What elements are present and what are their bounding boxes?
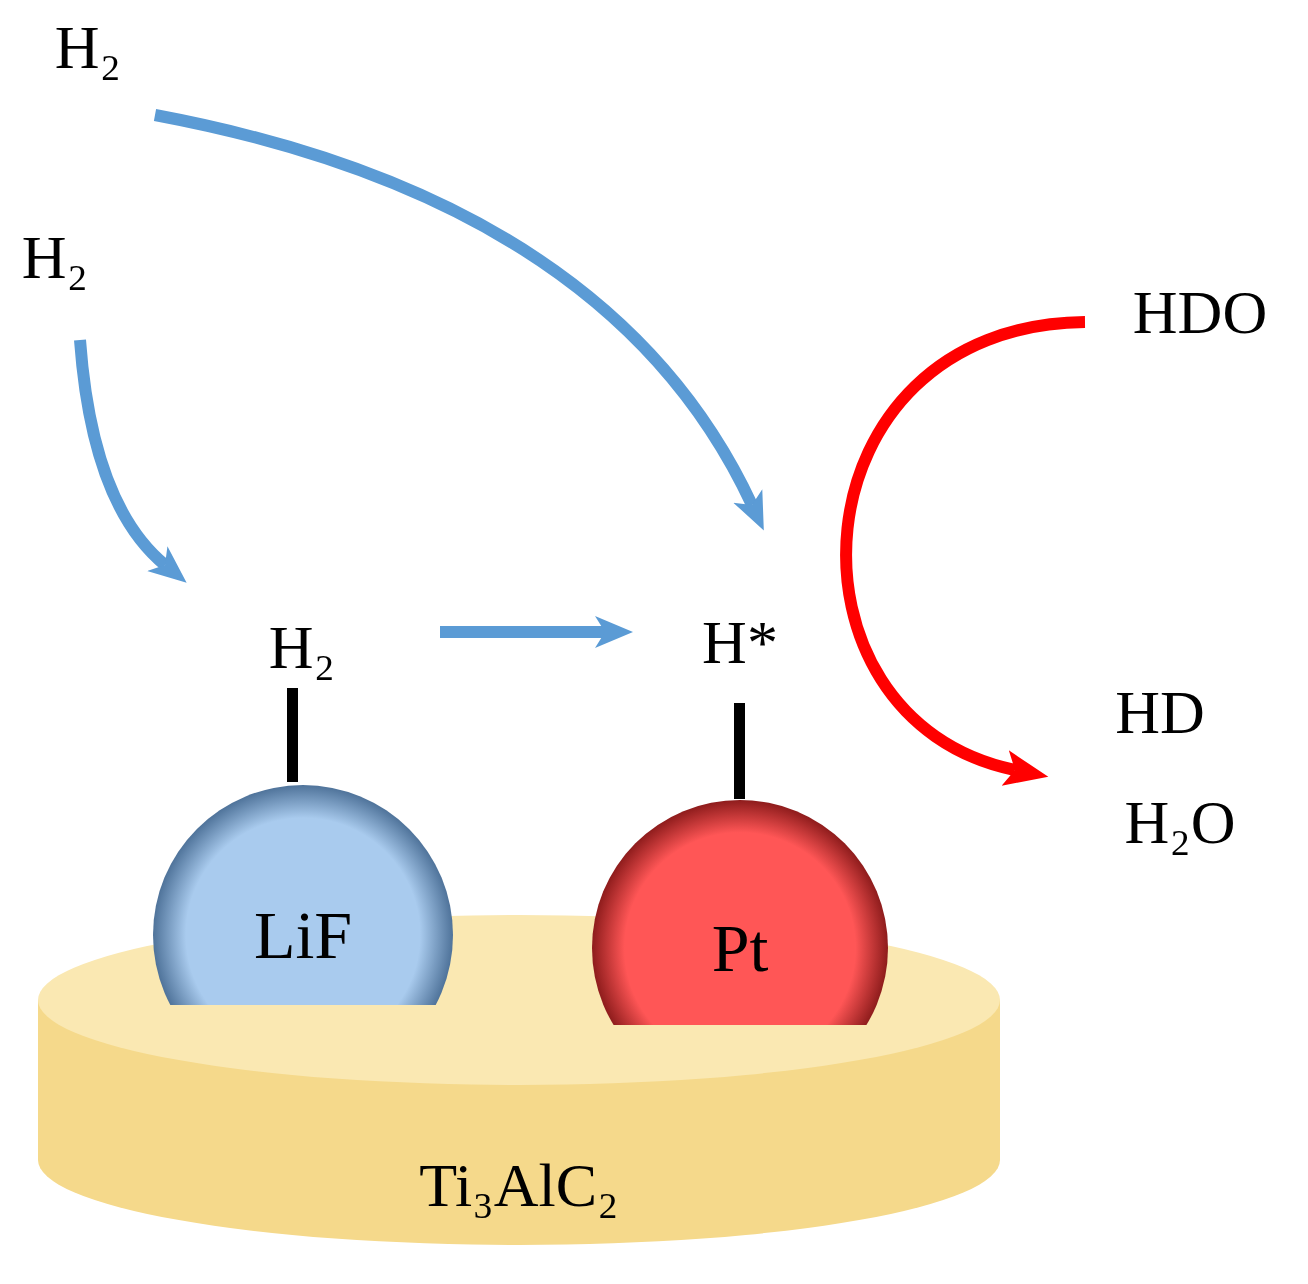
exchange-arrow (846, 322, 1085, 770)
adsorbed-molecule: H₂ (269, 616, 335, 678)
spillover-arrow (440, 626, 605, 638)
particle-sphere (153, 785, 453, 1005)
product: H₂O (1124, 791, 1235, 853)
lif-particle: LiF (150, 782, 456, 1008)
product: HD (1115, 681, 1205, 743)
node-label: LiF (254, 901, 352, 969)
gas-molecule: H₂ (22, 226, 88, 288)
adsorption-bond (734, 703, 745, 799)
adsorption-arrow (80, 340, 165, 565)
node-label: Ti₃AlC₂ (419, 1154, 619, 1216)
particle-sphere (592, 800, 888, 1025)
reactant: HDO (1133, 281, 1267, 343)
adsorption-arrow (155, 115, 752, 505)
pt-particle: Pt (589, 797, 891, 1027)
node-label: Pt (712, 914, 769, 982)
adsorption-bond (287, 688, 298, 782)
disk-top (38, 915, 1000, 1085)
particle-outline (150, 782, 456, 1008)
particle-outline (589, 797, 891, 1027)
adsorbed-hydrogen: H* (702, 611, 778, 673)
gas-molecule: H₂ (55, 16, 121, 78)
